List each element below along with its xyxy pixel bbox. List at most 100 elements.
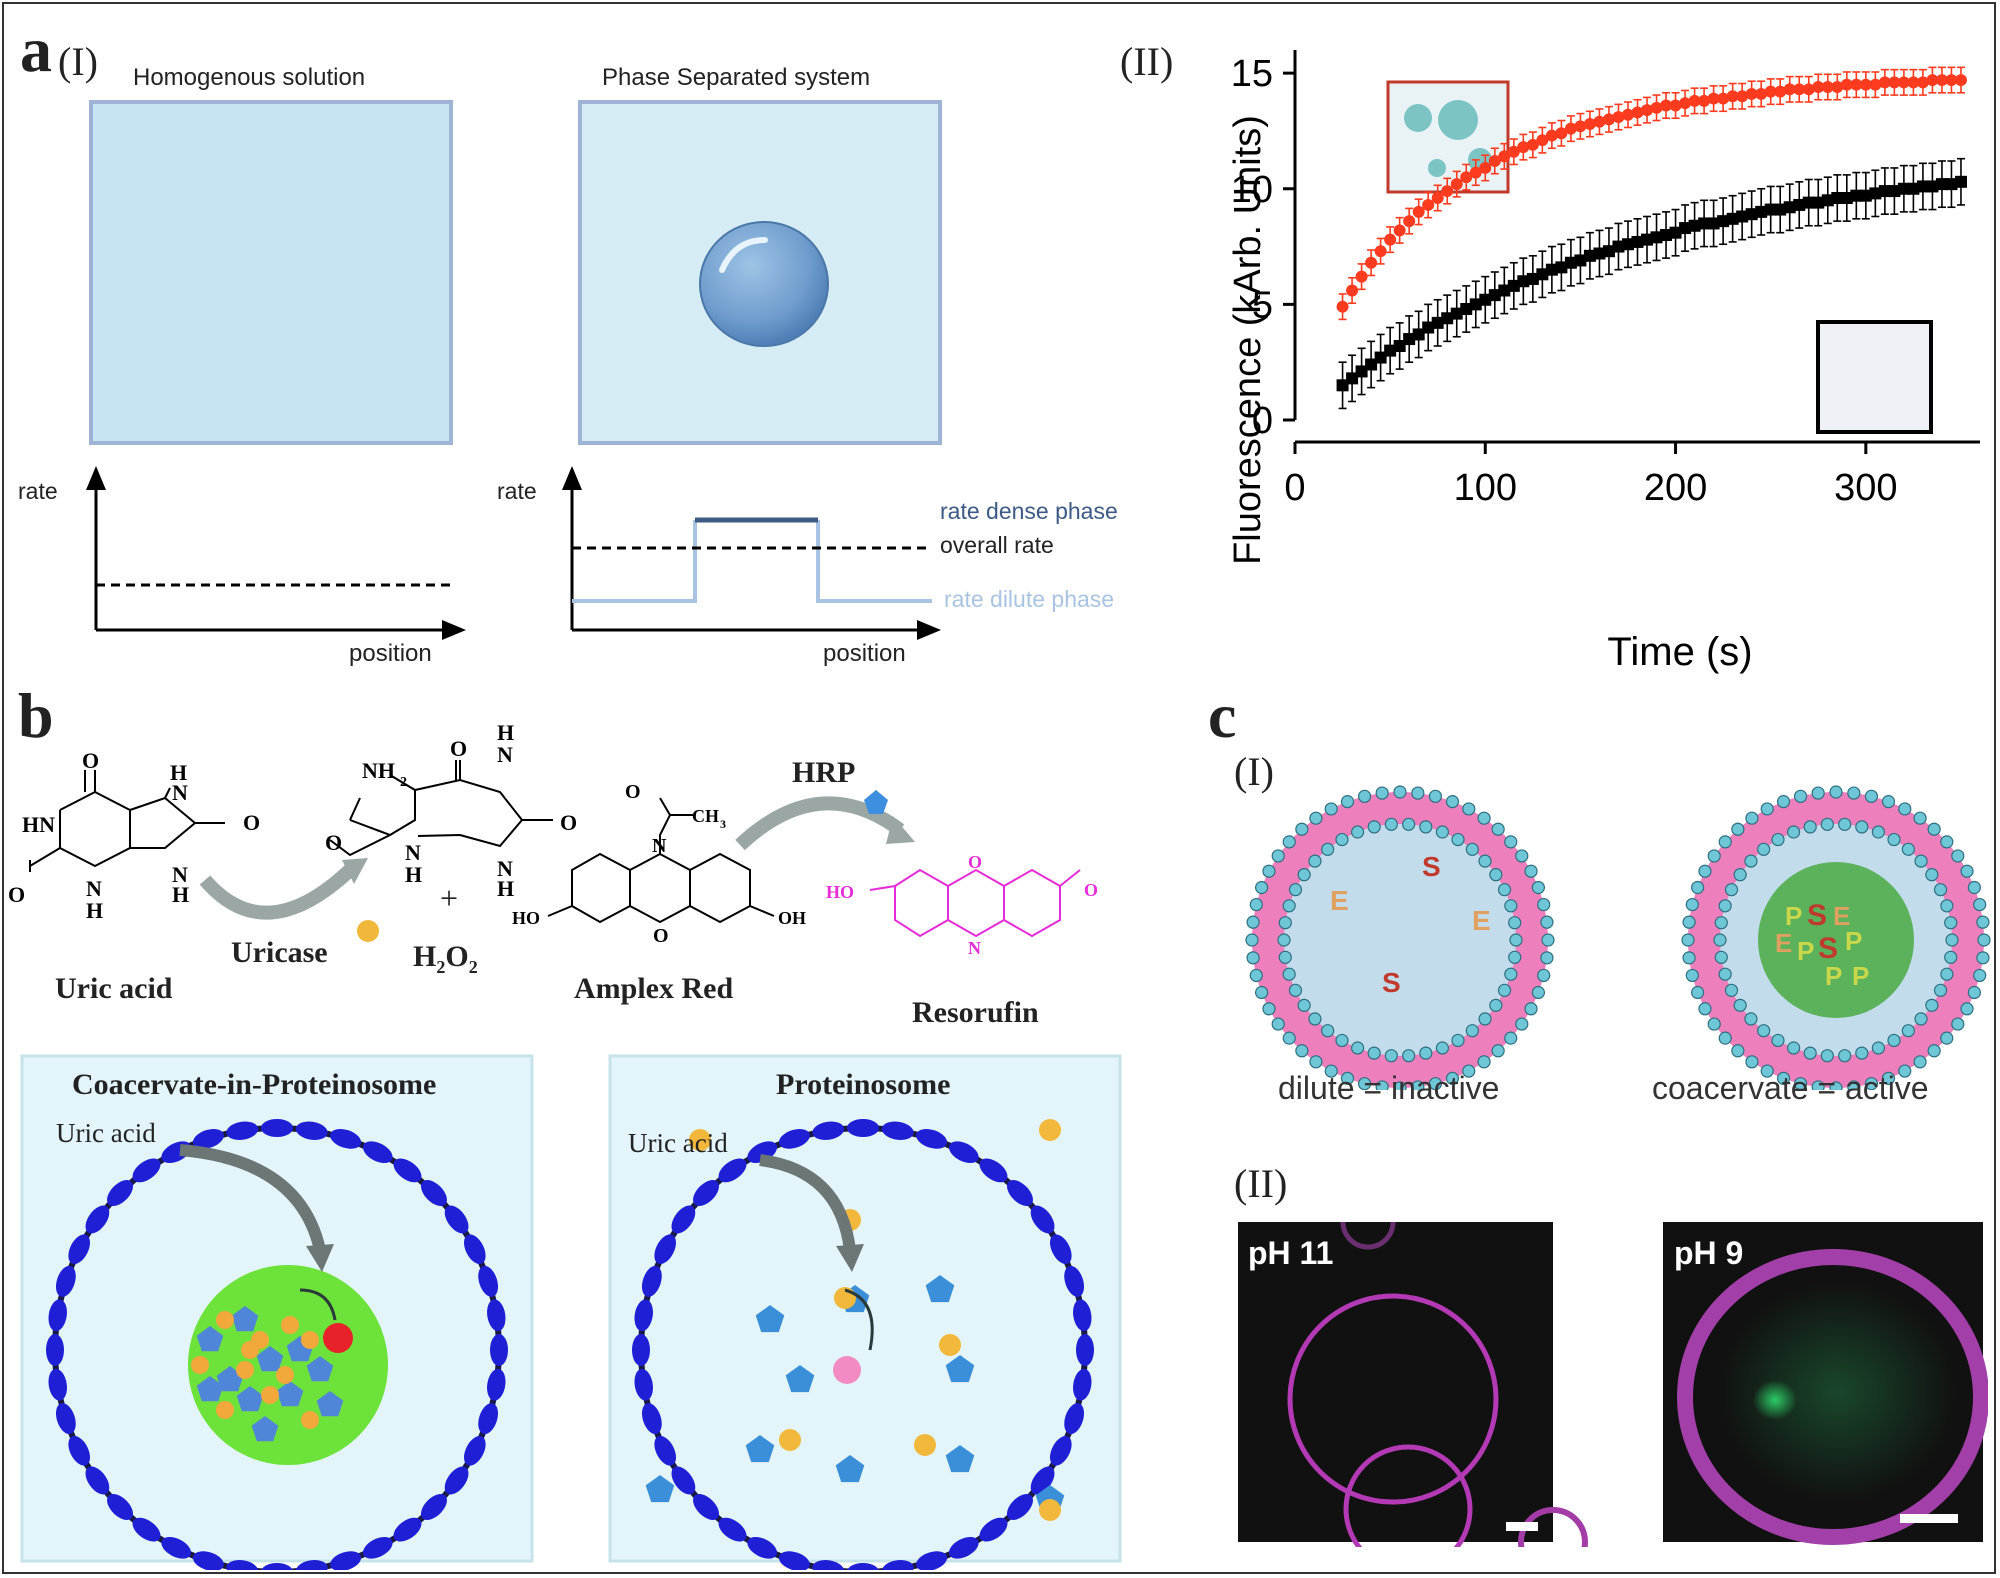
ua-h-br: H [172,882,189,907]
data-point-black [1831,192,1844,204]
protein-subunit [916,1551,948,1570]
protein-subunit [85,1466,110,1495]
lipid-head [1838,1049,1852,1063]
proteinosome-box-title: Proteinosome [776,1068,951,1101]
lipid-head [1309,1055,1323,1069]
ua-n-bottom: N [86,876,102,901]
vesicle-diagrams: E S E S P S E E P S P P P [1245,785,1991,1090]
chart-y-tick-label: 10 [1231,169,1273,211]
data-point-red [1526,138,1539,151]
lipid-head [1718,1031,1732,1045]
hrp-pentagon [231,1306,259,1332]
protein-subunit [812,1560,845,1570]
hrp-pentagon [755,1305,785,1333]
hrp-pentagon [925,1275,955,1303]
lipid-head [1278,950,1292,964]
ua-h-bottom: H [86,898,103,923]
right-position-label: position [823,640,906,667]
data-point-black [1469,298,1482,311]
data-point-black [1679,222,1692,235]
p-o-right: O [560,810,577,835]
lipid-head [1927,822,1941,836]
lipid-head [1411,1080,1425,1090]
protein-subunit [641,1403,662,1435]
lipid-head [1504,835,1518,849]
lipid-head [1757,842,1771,856]
uricase-dot [281,1316,299,1334]
data-point-black [1802,196,1815,209]
lipid-head [1925,868,1939,882]
data-point-red [1698,94,1711,107]
lipid-head [1489,998,1503,1012]
uric-acid-arrowhead-left [306,1244,334,1272]
protein-subunit [478,1403,499,1435]
lipid-head [1925,998,1939,1012]
proteinosome-shell-right [632,1119,1094,1570]
protein-subunit [654,1435,677,1466]
hrp-pentagon [785,1365,815,1393]
dilute-rate-line [572,520,932,603]
uricase-dot [914,1434,936,1456]
inset-droplet-2 [1438,100,1478,140]
uricase-dot [191,1356,209,1374]
lipid-head [1324,1064,1338,1078]
data-point-red [1583,118,1596,130]
data-point-black [1878,185,1891,198]
uricase-dot [216,1311,234,1329]
lipid-head [1713,933,1727,947]
ua-n-top: N [172,780,188,805]
data-point-black [1840,192,1853,204]
data-point-red [1602,113,1615,126]
uricase-dot [939,1334,961,1356]
hrp-pentagon [945,1355,975,1383]
data-point-black [1365,358,1378,371]
protein-subunit [948,1536,979,1559]
data-point-black [1755,205,1768,218]
lipid-head [1540,915,1554,929]
protein-subunit [632,1334,650,1366]
lipid-head [1951,1017,1965,1031]
protein-subunit [1030,1205,1055,1234]
uricase-dot [779,1429,801,1451]
lipid-head [1262,1002,1276,1016]
data-point-black [1488,289,1501,302]
data-point-black [1460,303,1473,315]
lipid-head [1497,983,1512,997]
hrp-arrow [735,796,905,851]
ar-n: N [652,835,667,857]
lipid-head [1393,785,1407,799]
uricase-dot [301,1411,319,1429]
protein-subunit [261,1119,293,1137]
lipid-head [1428,789,1443,803]
lipid-head [1324,802,1338,816]
data-point-black [1555,261,1568,274]
data-point-black [1793,198,1806,211]
protein-subunit [671,1205,696,1234]
lipid-head [1944,916,1958,930]
data-point-black [1517,275,1530,288]
lipid-head [1402,1049,1416,1063]
p-o-top: O [450,736,467,761]
ua-n-br: N [172,862,188,887]
data-point-black [1450,307,1463,320]
amplex-red-structure [547,797,775,924]
lipid-head [1745,811,1759,825]
lipid-head [1887,832,1901,847]
protein-subunit [641,1265,662,1297]
protein-subunit [671,1466,696,1495]
lipid-head [1724,983,1739,997]
coacervate-uric-label: Uric acid [56,1118,156,1148]
protein-subunit [68,1435,91,1466]
uricase-dot [216,1401,234,1419]
data-point-black [1660,229,1673,241]
protein-subunit [487,1299,506,1332]
lipid-head [1288,983,1303,997]
hrp-pentagon [236,1386,264,1412]
lipid-head [1803,820,1817,834]
panel-a-letter: a [20,14,52,85]
lipid-head [1537,968,1551,983]
right-rate-plot [562,466,941,640]
lipid-head [1335,1033,1349,1048]
vesicle-dilute [1245,785,1555,1090]
ar-o-ring: O [653,925,669,947]
